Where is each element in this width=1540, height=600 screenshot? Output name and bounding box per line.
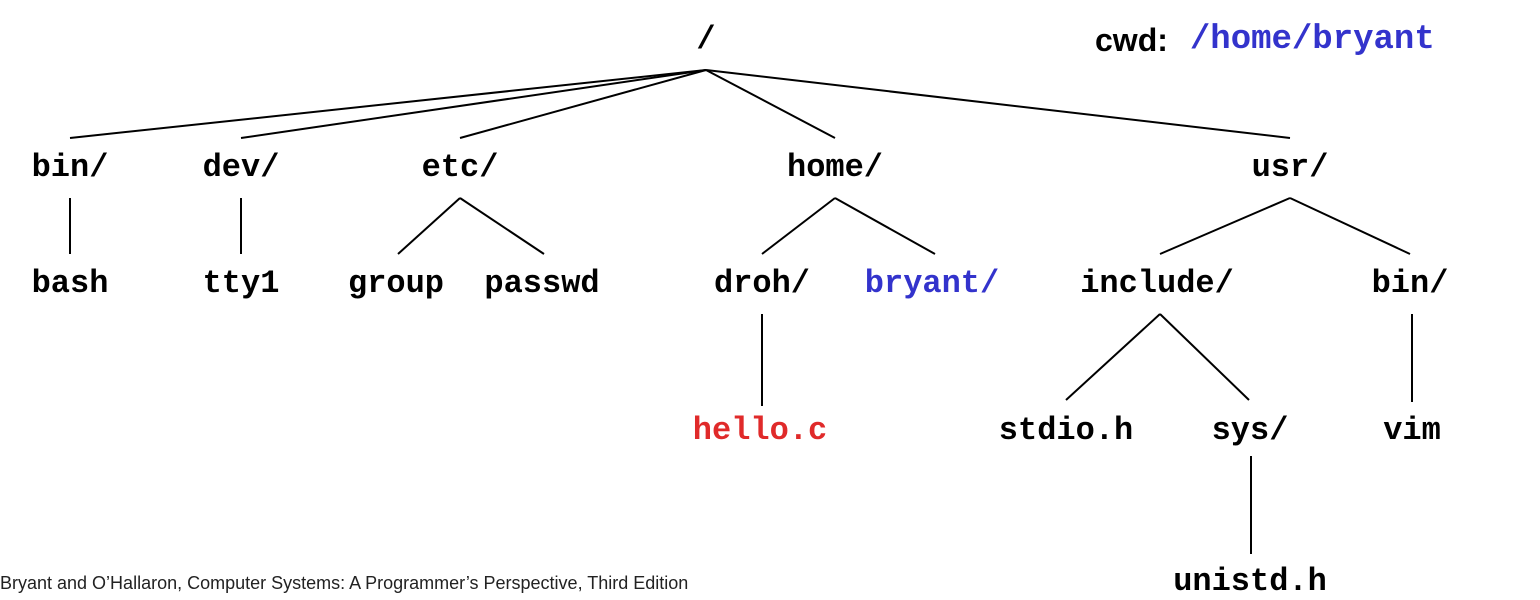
node-etc: etc/ — [421, 149, 499, 186]
node-vim: vim — [1383, 412, 1441, 449]
node-sys: sys/ — [1211, 412, 1289, 449]
cwd-path: /home/bryant — [1189, 21, 1435, 59]
edge-root-dev — [240, 69, 707, 139]
node-bryant: bryant/ — [864, 265, 1000, 302]
node-usr: usr/ — [1251, 149, 1329, 186]
node-droh: droh/ — [713, 265, 811, 302]
node-unistd: unistd.h — [1173, 563, 1327, 600]
cwd-indicator: cwd: /home/bryant — [1095, 20, 1435, 60]
node-home: home/ — [786, 149, 884, 186]
edge-root-home — [705, 69, 836, 139]
node-usrbin: bin/ — [1371, 265, 1449, 302]
node-include: include/ — [1080, 265, 1234, 302]
cwd-label: cwd: — [1095, 21, 1168, 58]
node-tty1: tty1 — [202, 265, 280, 302]
citation-footer: Bryant and O’Hallaron, Computer Systems:… — [0, 573, 689, 593]
edge-usr-include — [1159, 197, 1291, 255]
edge-root-bin — [69, 69, 707, 139]
node-bash: bash — [31, 265, 109, 302]
edge-etc-passwd — [459, 197, 545, 255]
edge-home-droh — [761, 197, 836, 255]
edge-include-sys — [1159, 313, 1250, 401]
node-root: / — [696, 21, 716, 58]
node-dev: dev/ — [202, 149, 280, 186]
edge-root-usr — [705, 69, 1291, 139]
node-stdio: stdio.h — [998, 412, 1134, 449]
node-hello: hello.c — [692, 412, 828, 449]
edge-usr-usrbin — [1289, 197, 1411, 255]
edge-include-stdio — [1065, 313, 1161, 401]
edge-root-etc — [459, 69, 707, 139]
edge-etc-group — [397, 197, 461, 255]
edge-home-bryant — [834, 197, 936, 255]
node-bin: bin/ — [31, 149, 109, 186]
node-group: group — [347, 265, 445, 302]
node-passwd: passwd — [484, 265, 600, 302]
